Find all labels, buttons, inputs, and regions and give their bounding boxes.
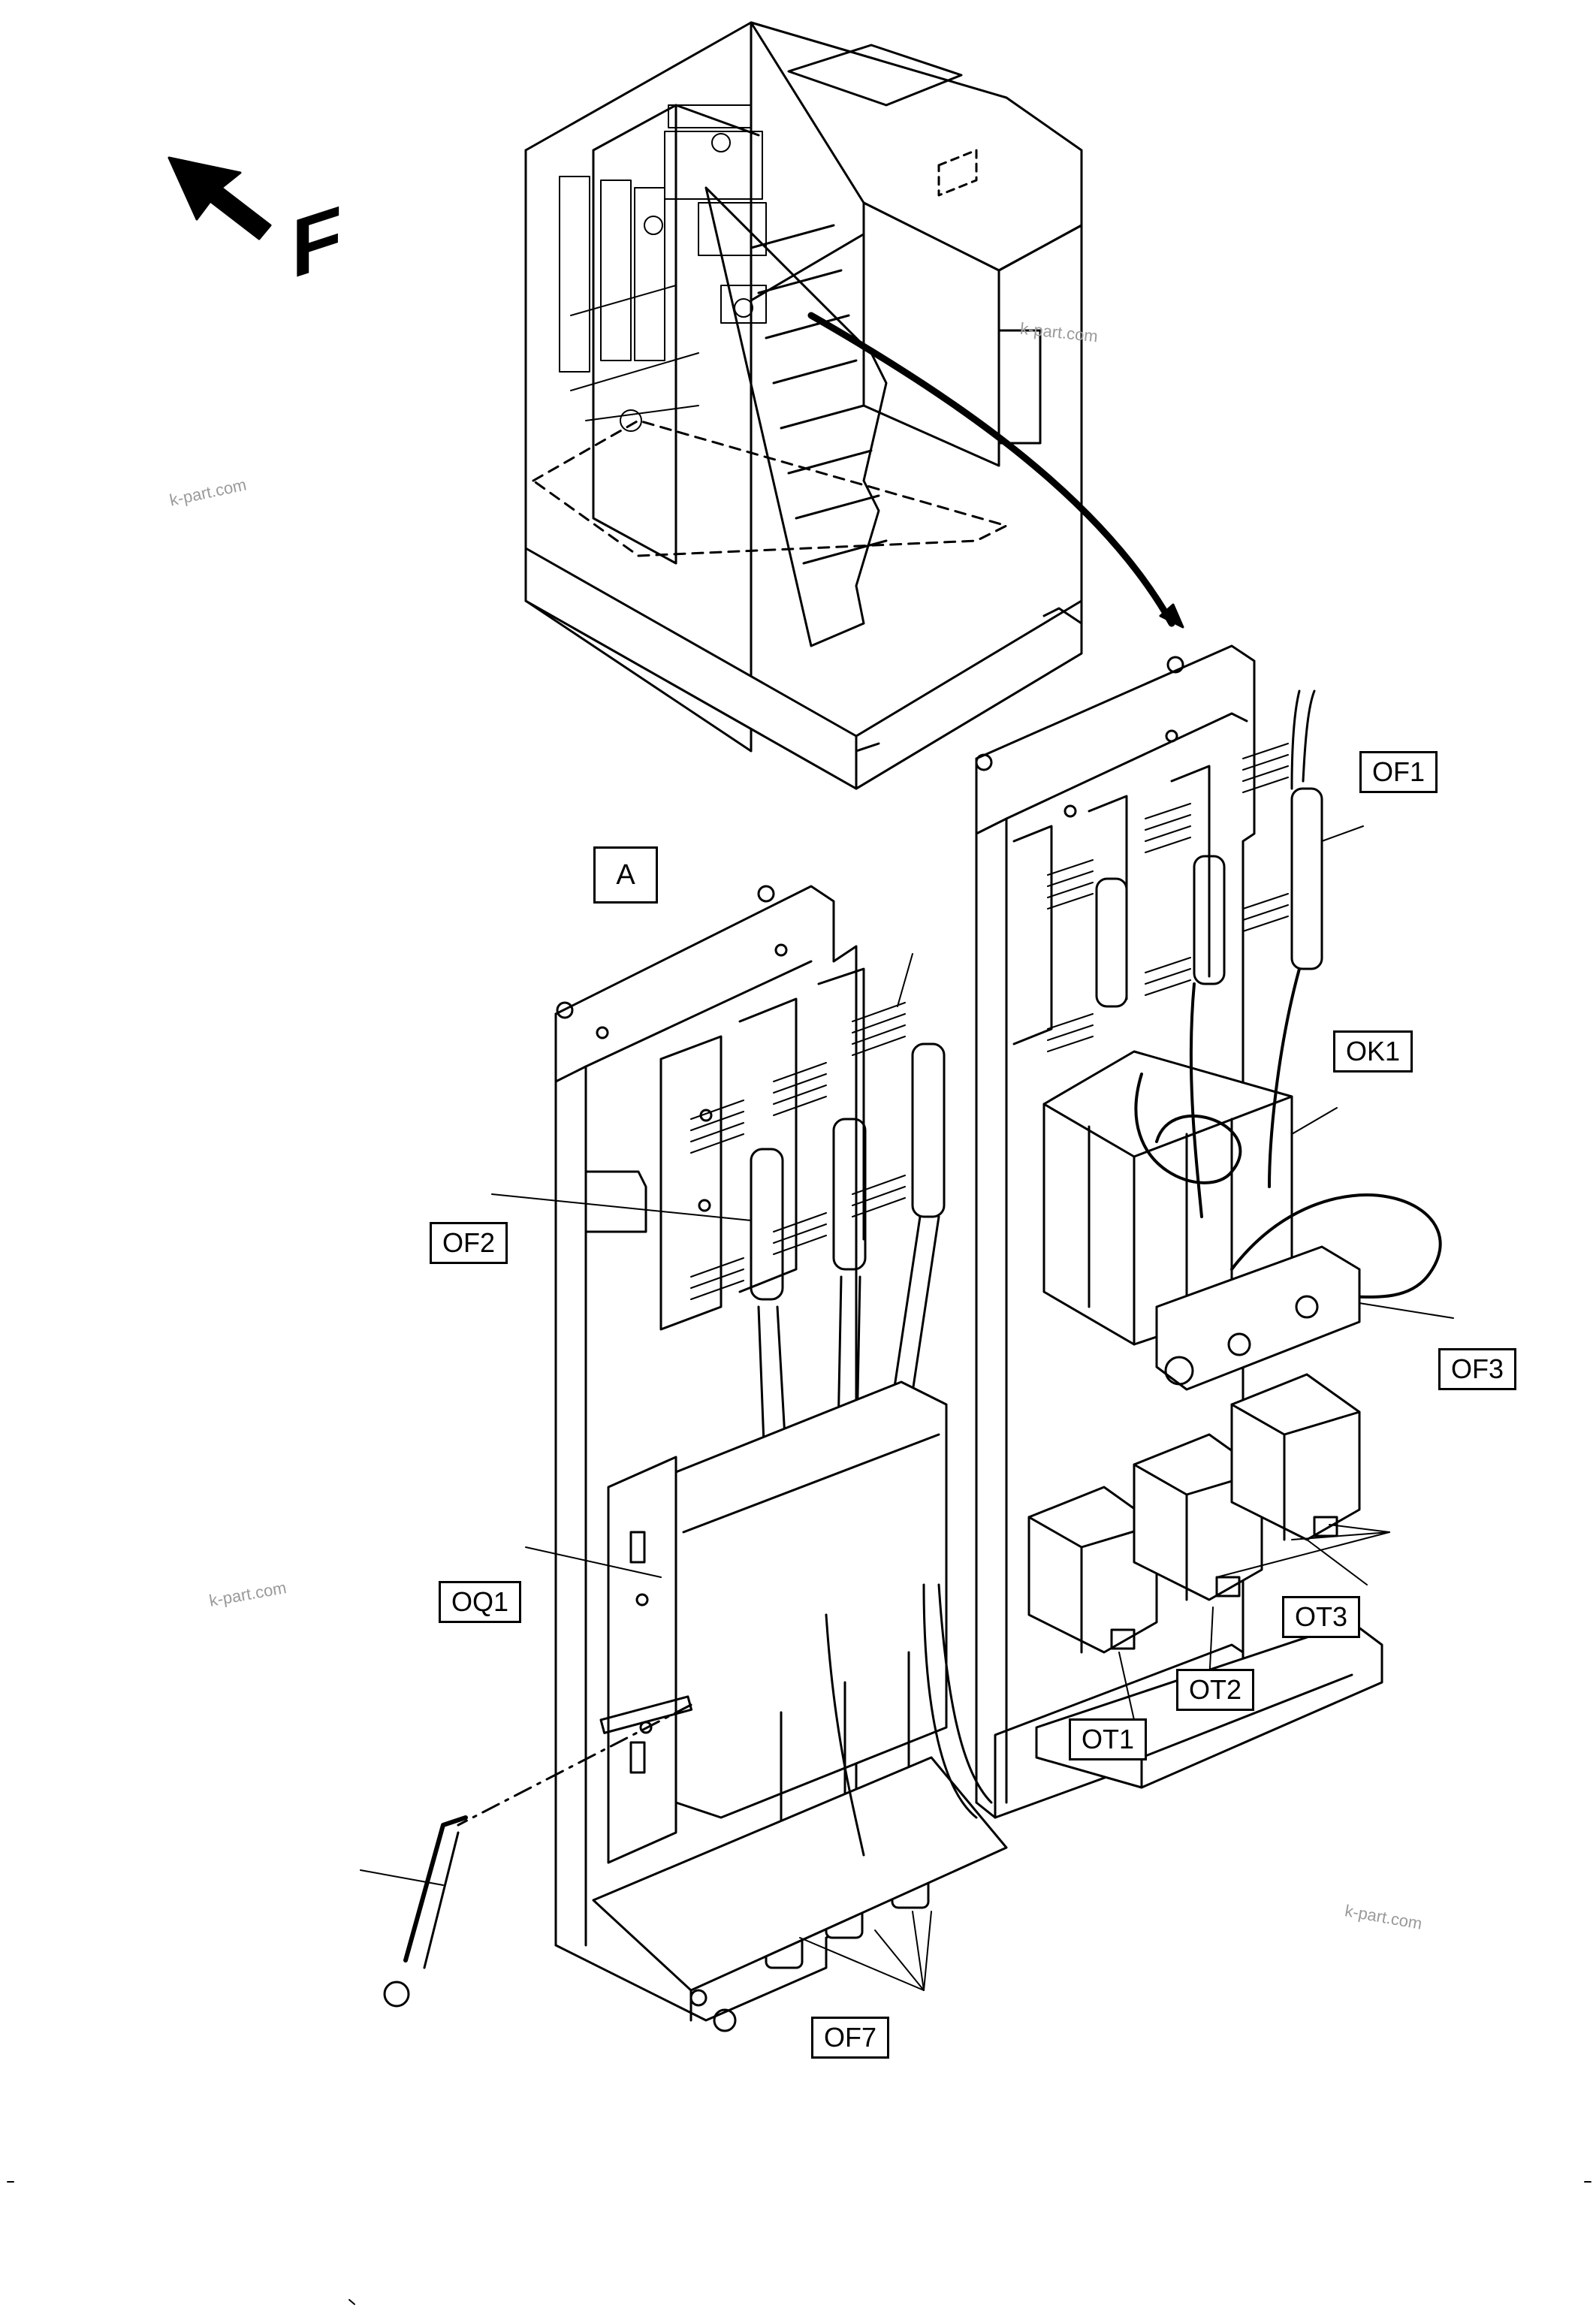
cabinet-overview (524, 21, 1184, 790)
view-marker-a: A (593, 846, 658, 904)
page-corner-marks (7, 2181, 1591, 2305)
left-panel (383, 885, 1008, 2032)
label-of7: OF7 (811, 2017, 890, 2059)
leader-lines (360, 825, 1454, 1991)
label-of1: OF1 (1359, 751, 1438, 793)
label-ot1: OT1 (1069, 1718, 1148, 1760)
label-oq1: OQ1 (439, 1581, 522, 1623)
label-of3: OF3 (1438, 1348, 1517, 1390)
label-ok1: OK1 (1333, 1030, 1413, 1073)
label-ot2: OT2 (1176, 1669, 1255, 1711)
label-of2: OF2 (430, 1222, 508, 1264)
label-ot3: OT3 (1282, 1596, 1361, 1638)
direction-letter: F (291, 188, 342, 297)
direction-arrow (167, 156, 272, 240)
right-panel (975, 644, 1442, 1819)
